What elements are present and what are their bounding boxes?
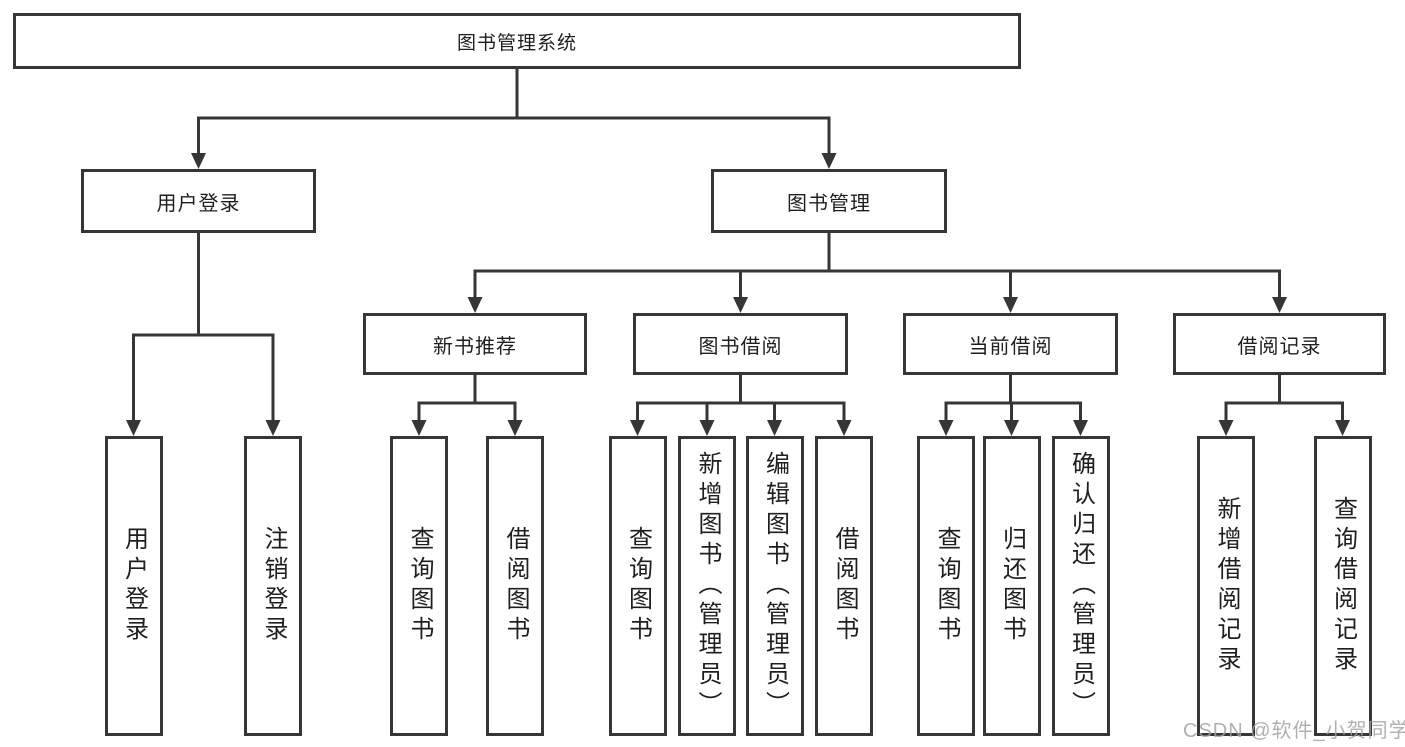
arrowhead-icon <box>265 420 281 436</box>
arrowhead-icon <box>821 153 837 169</box>
node-label: 查询图书 <box>933 526 960 646</box>
connector-book-mgmt-branch <box>467 233 1287 313</box>
node-leaf-logout: 注销登录 <box>244 436 302 736</box>
node-leaf-query-books-current: 查询图书 <box>917 436 975 736</box>
node-label: 归还图书 <box>998 526 1026 646</box>
arrowhead-icon <box>1004 420 1019 436</box>
node-label: 新书推荐 <box>433 335 517 358</box>
connector-current-borrow-branch <box>938 375 1088 436</box>
node-library-system: 图书管理系统 <box>13 13 1021 69</box>
arrowhead-icon <box>1073 420 1088 436</box>
node-label: 图书借阅 <box>698 335 783 358</box>
node-borrow-records: 借阅记录 <box>1173 313 1386 375</box>
node-label: 用户登录 <box>120 526 148 646</box>
node-leaf-query-books-recommend: 查询图书 <box>390 436 448 736</box>
node-label: 确认归还（管理员） <box>1067 451 1095 721</box>
node-book-management: 图书管理 <box>711 169 947 233</box>
arrowhead-icon <box>836 420 852 436</box>
arrowhead-icon <box>191 153 206 169</box>
connector-root-branch <box>191 69 837 169</box>
node-label: 借阅图书 <box>502 526 529 646</box>
connector-new-book-branch <box>411 375 523 436</box>
node-leaf-edit-book-admin: 编辑图书（管理员） <box>745 436 804 736</box>
node-leaf-add-book-admin: 新增图书（管理员） <box>678 436 736 736</box>
node-leaf-query-books-borrow: 查询图书 <box>608 436 667 736</box>
node-user-login: 用户登录 <box>81 169 316 233</box>
node-label: 当前借阅 <box>968 335 1053 358</box>
node-label: 新增借阅记录 <box>1213 496 1240 676</box>
watermark: CSDN @软件_小贺同学 <box>1183 720 1405 742</box>
arrowhead-icon <box>1272 297 1287 313</box>
node-label: 查询图书 <box>624 526 652 646</box>
node-leaf-query-borrow-record: 查询借阅记录 <box>1313 436 1372 736</box>
arrowhead-icon <box>733 297 748 313</box>
arrowhead-icon <box>411 420 427 436</box>
node-label: 图书管理系统 <box>456 32 577 54</box>
node-leaf-user-login: 用户登录 <box>104 436 163 736</box>
node-label: 用户登录 <box>156 192 241 215</box>
node-book-borrow: 图书借阅 <box>633 313 848 375</box>
arrowhead-icon <box>1335 420 1350 436</box>
node-label: 编辑图书（管理员） <box>761 451 789 721</box>
node-label: 查询图书 <box>406 526 433 646</box>
node-leaf-borrow-books-recommend: 借阅图书 <box>486 436 544 736</box>
node-label: 查询借阅记录 <box>1329 496 1357 676</box>
arrowhead-icon <box>938 420 954 436</box>
node-new-book-recommend: 新书推荐 <box>363 313 587 375</box>
node-leaf-add-borrow-record: 新增借阅记录 <box>1197 436 1255 736</box>
node-label: 借阅图书 <box>831 526 858 646</box>
node-label: 新增图书（管理员） <box>694 451 721 721</box>
node-label: 图书管理 <box>787 192 871 215</box>
arrowhead-icon <box>630 420 645 436</box>
node-leaf-borrow-books: 借阅图书 <box>815 436 873 736</box>
arrowhead-icon <box>1003 297 1018 313</box>
connector-user-login-branch <box>126 233 281 436</box>
arrowhead-icon <box>767 420 782 436</box>
arrowhead-icon <box>467 297 483 313</box>
arrowhead-icon <box>126 420 141 436</box>
arrowhead-icon <box>1218 420 1234 436</box>
node-label: 借阅记录 <box>1237 335 1322 358</box>
node-current-borrow: 当前借阅 <box>903 313 1118 375</box>
arrowhead-icon <box>507 420 523 436</box>
connector-borrow-records-branch <box>1218 375 1350 436</box>
node-leaf-return-book: 归还图书 <box>982 436 1041 736</box>
connector-book-borrow-branch <box>630 375 852 436</box>
arrowhead-icon <box>699 420 715 436</box>
node-label: 注销登录 <box>260 526 287 646</box>
node-leaf-confirm-return-admin: 确认归还（管理员） <box>1051 436 1110 736</box>
